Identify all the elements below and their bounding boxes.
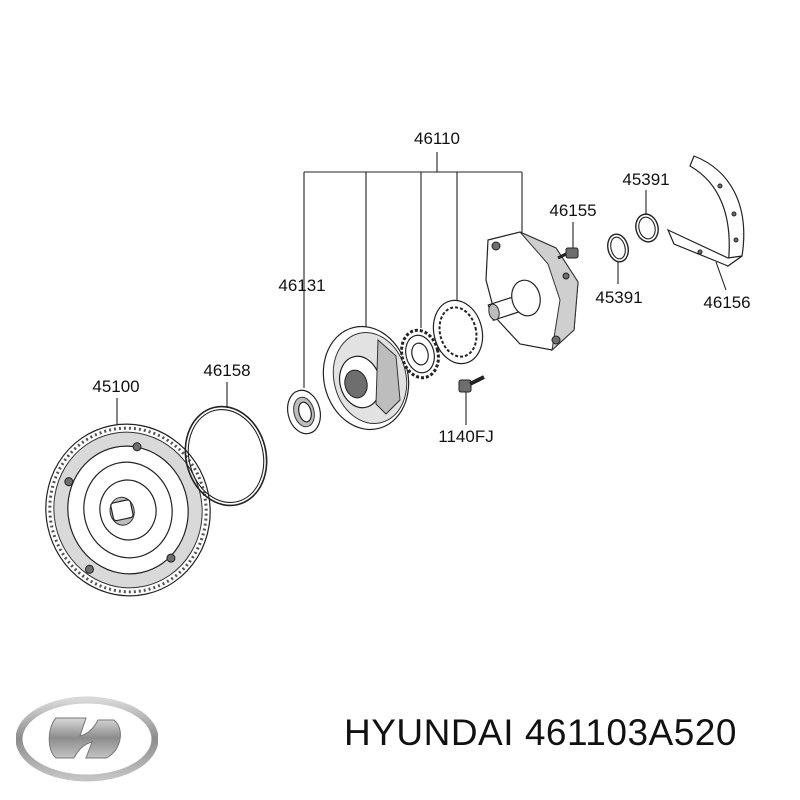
torque-converter: [45, 423, 211, 597]
leader-lines: [116, 152, 727, 432]
o-ring: [184, 405, 268, 507]
callout-seal-ring-top: 45391: [622, 170, 669, 189]
bolt: [458, 375, 485, 393]
callout-o-ring: 46158: [203, 361, 250, 380]
callout-seal-ring-mid: 45391: [595, 288, 642, 307]
part-number: 461103A520: [524, 712, 737, 753]
seal-ring-mid: [607, 233, 629, 263]
inner-gear: [400, 328, 440, 380]
callout-assembly: 46110: [414, 129, 460, 148]
seal-ring-top: [635, 213, 659, 243]
brand-part-caption: HYUNDAI 461103A520: [344, 712, 737, 754]
callout-gasket: 46156: [703, 293, 750, 312]
plug-bolt: [557, 247, 579, 260]
oil-seal: [286, 389, 322, 435]
pump-housing: [322, 325, 410, 431]
callout-pump-body: 46131: [278, 276, 325, 295]
callout-converter: 45100: [92, 377, 139, 396]
gasket: [666, 155, 745, 268]
outer-gear: [432, 299, 484, 365]
callout-plug-bolt: 46155: [549, 201, 596, 220]
hyundai-logo-icon: [16, 696, 158, 782]
pump-cover: [485, 231, 579, 352]
callout-bolt: 1140FJ: [438, 427, 493, 446]
brand-name: HYUNDAI: [344, 712, 515, 753]
